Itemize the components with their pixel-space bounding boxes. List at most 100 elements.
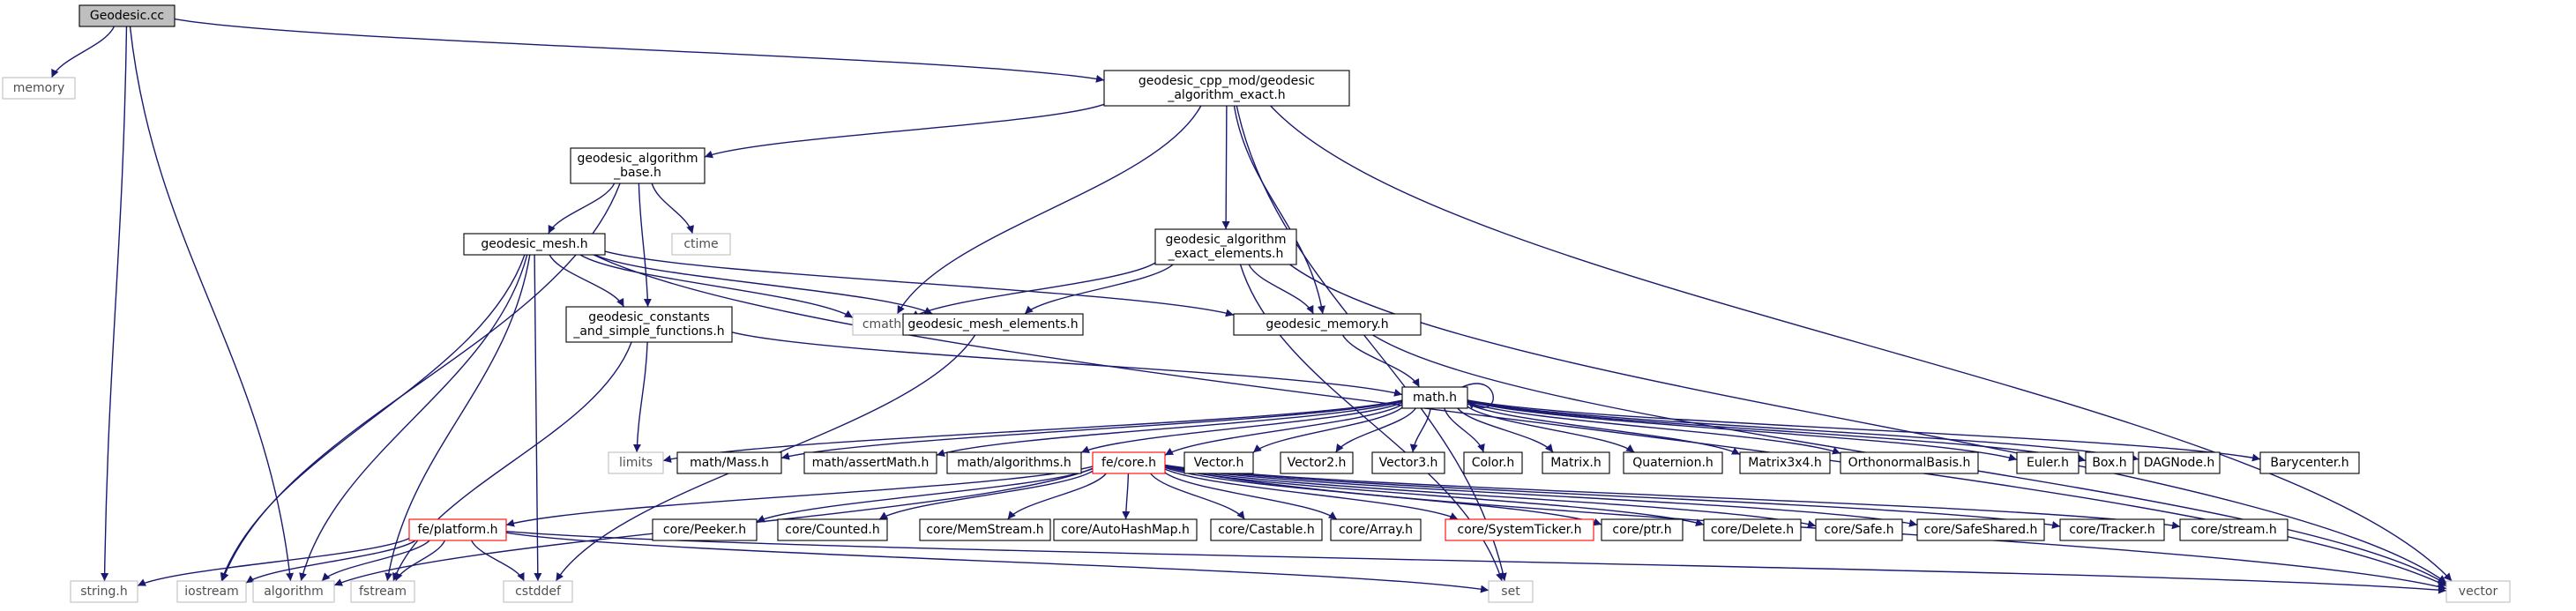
node-box — [1623, 451, 1723, 474]
node-label: core/SafeShared.h — [1924, 523, 2038, 537]
node-vector2-h[interactable]: Vector2.h — [1280, 451, 1354, 474]
node-box-h[interactable]: Box.h — [2085, 451, 2134, 474]
node-box — [1815, 518, 1903, 541]
node-math-algorithms-h[interactable]: math/algorithms.h — [946, 451, 1082, 474]
edge-fecore-to-safe — [1164, 466, 1817, 528]
node-string-h[interactable]: string.h — [70, 580, 138, 603]
edge-feplat-to-vector — [505, 531, 2447, 594]
node-label: _algorithm_exact.h — [1167, 88, 1285, 102]
node-math-assertmath-h[interactable]: math/assertMath.h — [803, 451, 937, 474]
node-box — [676, 451, 782, 474]
node-geodesic-mesh-elements-h[interactable]: geodesic_mesh_elements.h — [902, 313, 1084, 336]
node-vector[interactable]: vector — [2445, 580, 2511, 603]
edge-gcsf-to-fstream — [392, 341, 632, 582]
node-set[interactable]: set — [1488, 580, 1534, 603]
node-iostream[interactable]: iostream — [176, 580, 247, 603]
edge-feplat-to-set — [505, 532, 1490, 593]
node-label: fe/core.h — [1101, 456, 1156, 470]
edge-gmesh-to-cstddef — [534, 254, 542, 582]
node-core-tracker-h[interactable]: core/Tracker.h — [2059, 518, 2165, 541]
node-memory[interactable]: memory — [2, 77, 76, 100]
node-box — [570, 147, 706, 184]
node-math-h[interactable]: math.h — [1401, 386, 1468, 409]
node-algorithm[interactable]: algorithm — [252, 580, 335, 603]
node-core-memstream-h[interactable]: core/MemStream.h — [919, 518, 1051, 541]
node-geodesic-constants-and-simple-functions-h[interactable]: geodesic_constants_and_simple_functions.… — [565, 306, 733, 343]
node-core-delete-h[interactable]: core/Delete.h — [1703, 518, 1802, 541]
node-label: _exact_elements.h — [1168, 247, 1284, 261]
edge-feplat-to-fstream — [394, 540, 446, 582]
node-label: string.h — [80, 585, 128, 599]
node-box — [1401, 386, 1468, 409]
node-matrix-h[interactable]: Matrix.h — [1542, 451, 1610, 474]
nodes-layer: Geodesic.cc memory geodesic_cpp_mod/geodes… — [2, 4, 2511, 603]
node-fe-platform-h[interactable]: fe/platform.h — [408, 518, 507, 541]
node-label: core/Tracker.h — [2069, 523, 2155, 537]
node-geodesic-algorithm-base-h[interactable]: geodesic_algorithm_base.h — [570, 147, 706, 184]
node-fstream[interactable]: fstream — [350, 580, 415, 603]
node-fe-core-h[interactable]: fe/core.h — [1092, 451, 1166, 474]
edge-math-to-vector2 — [1335, 407, 1416, 453]
node-dagnode-h[interactable]: DAGNode.h — [2138, 451, 2221, 474]
node-geodesic-mesh-h[interactable]: geodesic_mesh.h — [463, 233, 606, 256]
node-label: DAGNode.h — [2144, 456, 2215, 470]
node-cmath[interactable]: cmath — [852, 313, 912, 336]
node-geodesic-memory-h[interactable]: geodesic_memory.h — [1233, 313, 1422, 336]
node-core-systemticker-h[interactable]: core/SystemTicker.h — [1445, 518, 1594, 541]
node-core-autohashmap-h[interactable]: core/AutoHashMap.h — [1053, 518, 1198, 541]
node-label: core/SystemTicker.h — [1458, 523, 1582, 537]
node-label: Matrix.h — [1550, 456, 1601, 470]
node-color-h[interactable]: Color.h — [1463, 451, 1523, 474]
node-label: fstream — [359, 585, 407, 599]
node-core-stream-h[interactable]: core/stream.h — [2179, 518, 2289, 541]
edge-math-to-quat — [1467, 406, 1635, 453]
node-geodesic-cc[interactable]: Geodesic.cc — [78, 4, 175, 27]
node-box — [1154, 228, 1297, 265]
node-core-array-h[interactable]: core/Array.h — [1330, 518, 1422, 541]
node-geodesic-cpp-mod-geodesic-algorithm-exact-h[interactable]: geodesic_cpp_mod/geodesic_algorithm_exac… — [1103, 70, 1350, 107]
node-orthonormalbasis-h[interactable]: OrthonormalBasis.h — [1840, 451, 1979, 474]
node-box — [1233, 313, 1422, 336]
node-box — [350, 580, 415, 603]
node-box — [1542, 451, 1610, 474]
node-core-safeshared-h[interactable]: core/SafeShared.h — [1916, 518, 2045, 541]
node-ctime[interactable]: ctime — [671, 233, 731, 256]
node-label: algorithm — [264, 585, 324, 599]
node-vector3-h[interactable]: Vector3.h — [1371, 451, 1445, 474]
node-core-peeker-h[interactable]: core/Peeker.h — [652, 518, 758, 541]
node-core-counted-h[interactable]: core/Counted.h — [777, 518, 888, 541]
edge-math-to-ortho — [1467, 401, 1841, 455]
node-quaternion-h[interactable]: Quaternion.h — [1623, 451, 1723, 474]
node-label: core/Safe.h — [1824, 523, 1893, 537]
node-barycenter-h[interactable]: Barycenter.h — [2259, 451, 2360, 474]
node-euler-h[interactable]: Euler.h — [2016, 451, 2079, 474]
edge-feplat-to-stringh — [137, 537, 410, 587]
edge-gaee-to-gmem — [1248, 264, 1314, 315]
node-label: geodesic_memory.h — [1266, 317, 1388, 332]
node-label: OrthonormalBasis.h — [1848, 456, 1971, 470]
node-vector-h[interactable]: Vector.h — [1183, 451, 1254, 474]
node-core-safe-h[interactable]: core/Safe.h — [1815, 518, 1903, 541]
node-matrix3x4-h[interactable]: Matrix3x4.h — [1739, 451, 1831, 474]
node-label: core/AutoHashMap.h — [1061, 523, 1190, 537]
edge-gmesh-to-gmem — [604, 250, 1235, 317]
edge-fecore-to-autohash — [1122, 473, 1131, 520]
node-math-mass-h[interactable]: math/Mass.h — [676, 451, 782, 474]
node-label: cstddef — [515, 585, 562, 599]
edge-gcsf-to-limits — [632, 341, 648, 453]
node-limits[interactable]: limits — [608, 451, 664, 474]
node-label: ctime — [683, 237, 718, 251]
edge-math-to-dag — [1467, 399, 2139, 462]
node-core-castable-h[interactable]: core/Castable.h — [1210, 518, 1323, 541]
edge-math-to-limits — [662, 399, 1403, 463]
node-box — [1488, 580, 1534, 603]
node-label: geodesic_algorithm — [577, 152, 698, 166]
node-cstddef[interactable]: cstddef — [503, 580, 573, 603]
node-geodesic-algorithm-exact-elements-h[interactable]: geodesic_algorithm_exact_elements.h — [1154, 228, 1297, 265]
node-box — [503, 580, 573, 603]
edge-fecore-to-feplat — [505, 466, 1094, 527]
node-label: iostream — [184, 585, 239, 599]
node-core-ptr-h[interactable]: core/ptr.h — [1601, 518, 1684, 541]
node-label: core/stream.h — [2191, 523, 2276, 537]
